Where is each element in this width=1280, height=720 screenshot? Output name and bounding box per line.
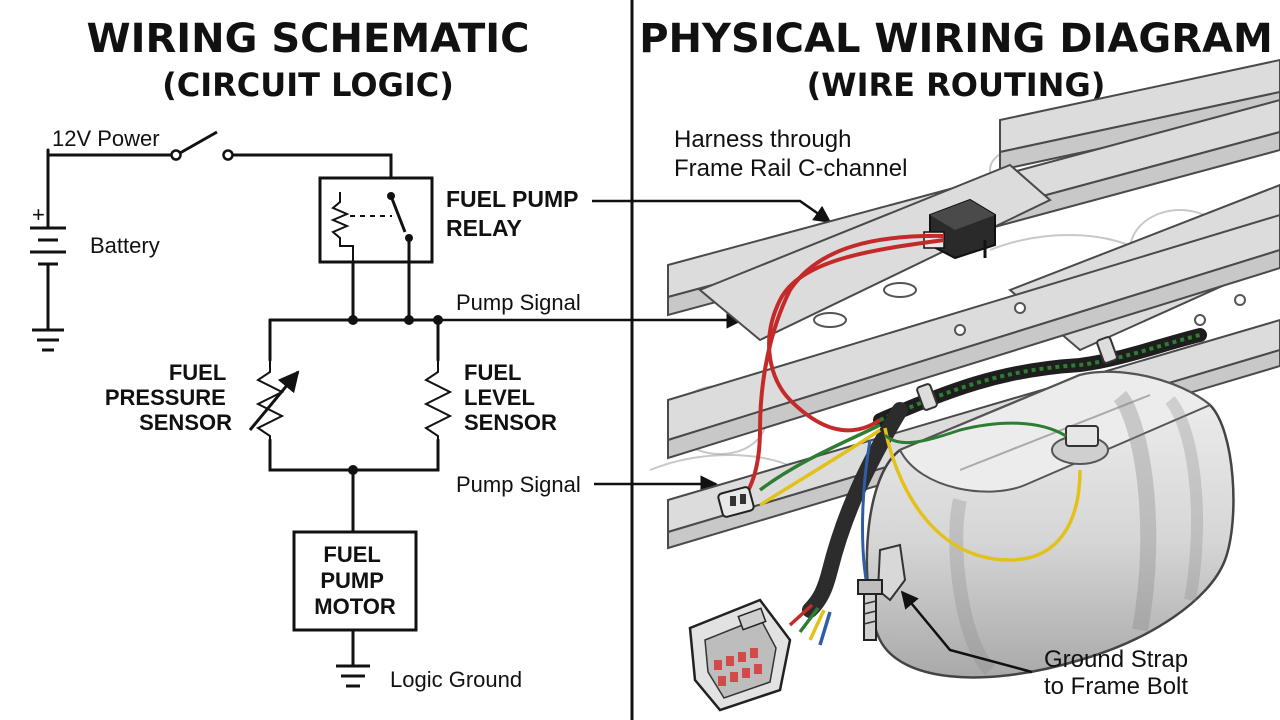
fuel-pump-relay — [318, 176, 434, 322]
pump-signal-label-top: Pump Signal — [456, 290, 581, 315]
pressure-sensor-line-3: SENSOR — [139, 410, 232, 435]
battery-symbol — [30, 226, 66, 352]
schematic-title: WIRING SCHEMATIC — [86, 16, 529, 62]
pressure-sensor-label: FUEL PRESSURE SENSOR — [105, 360, 232, 435]
relay-label-line-2: RELAY — [446, 215, 522, 241]
relay-label-line-1: FUEL PUMP — [446, 186, 578, 212]
signal-bus — [268, 315, 443, 534]
pressure-sensor-line-2: PRESSURE — [105, 385, 226, 410]
pressure-sensor-line-1: FUEL — [169, 360, 226, 385]
schematic-subtitle: (CIRCUIT LOGIC) — [162, 66, 454, 104]
ground-callout-line-2: to Frame Bolt — [1044, 673, 1188, 700]
relay-label: FUEL PUMP RELAY — [446, 186, 584, 241]
harness-callout: Harness through Frame Rail C-channel — [674, 126, 907, 182]
battery-plus-sign: + — [32, 202, 45, 227]
level-sensor-line-1: FUEL — [464, 360, 521, 385]
level-sensor-line-2: LEVEL — [464, 385, 535, 410]
level-sensor-line-3: SENSOR — [464, 410, 557, 435]
harness-callout-line-2: Frame Rail C-channel — [674, 155, 907, 182]
wire-green — [758, 423, 881, 492]
ground-label: Logic Ground — [390, 667, 522, 692]
harness-callout-line-1: Harness through — [674, 126, 851, 153]
wire-green-tank — [883, 421, 1067, 445]
ground-bolt — [857, 543, 907, 641]
fuel-level-sensor — [423, 360, 453, 440]
wire-green-lead — [798, 606, 820, 634]
harness-clamp — [1096, 336, 1118, 364]
pump-signal-label-bottom: Pump Signal — [456, 472, 581, 497]
wire-red-signal — [738, 233, 945, 507]
motor-label-line-3: MOTOR — [314, 594, 396, 619]
ground-callout-line-1: Ground Strap — [1044, 646, 1188, 673]
power-label: 12V Power — [52, 126, 160, 151]
fuel-pressure-sensor — [248, 360, 300, 440]
wire-blue-lead — [818, 611, 832, 646]
level-sensor-label: FUEL LEVEL SENSOR — [464, 360, 557, 435]
wire-yellow-lead — [808, 609, 826, 641]
motor-label-line-2: PUMP — [320, 568, 383, 593]
wire-red-lead — [788, 603, 814, 627]
ground-callout: Ground Strap to Frame Bolt — [1044, 646, 1195, 700]
physical-title: PHYSICAL WIRING DIAGRAM — [639, 16, 1273, 62]
main-harness-connector — [688, 598, 792, 712]
fuel-tank — [865, 370, 1235, 679]
harness-clamp — [916, 383, 938, 411]
motor-label-line-1: FUEL — [323, 542, 380, 567]
ground-callout-arrow — [900, 590, 1033, 674]
frame-rail-far — [999, 58, 1280, 172]
harness-sheath-lower — [802, 402, 908, 618]
pump-signal-connector — [717, 486, 755, 518]
fuel-pump-motor — [292, 530, 418, 688]
wire-yellow-tank — [883, 427, 1082, 562]
motor-label: FUEL PUMP MOTOR — [314, 542, 396, 619]
relay-arrow — [592, 199, 832, 224]
physical-subtitle: (WIRE ROUTING) — [807, 66, 1106, 104]
wire-yellow — [759, 428, 881, 507]
battery-label: Battery — [90, 233, 160, 258]
